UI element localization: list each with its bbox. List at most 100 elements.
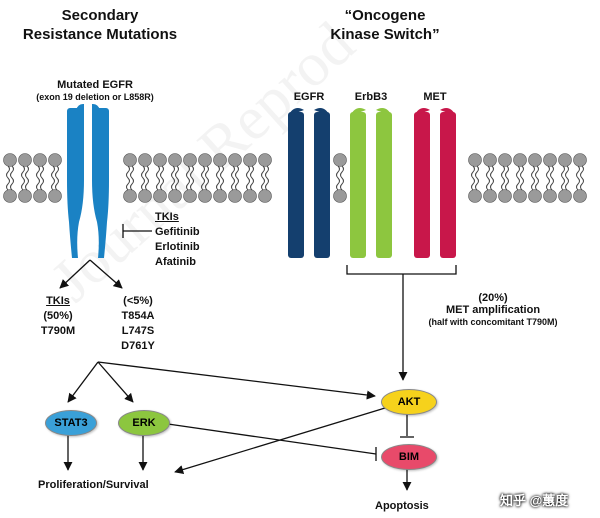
lipid-tail: [246, 165, 250, 191]
akt-label: AKT: [397, 396, 421, 408]
mutated-egfr-label: Mutated EGFR: [57, 79, 133, 91]
lipid-head: [543, 189, 557, 203]
lipid-head: [198, 189, 212, 203]
erk-label: ERK: [132, 417, 156, 429]
rare-mutations-block: (<5%) T854A L747S D761Y: [108, 294, 168, 354]
lipid-head: [258, 189, 272, 203]
lipid-tail: [51, 165, 55, 191]
mutated-egfr-receptor: [67, 104, 109, 258]
erk-inhibits-bim-line: [167, 423, 377, 455]
lipid-head: [573, 189, 587, 203]
met-amp-percent: (20%): [478, 292, 508, 304]
drug-afatinib: Afatinib: [155, 256, 196, 268]
lipid-head: [33, 153, 47, 167]
lipid-head: [243, 189, 257, 203]
egfr-receptor: [288, 108, 330, 258]
akt-node: AKT: [381, 389, 437, 415]
lipid-tail: [40, 165, 44, 191]
lipid-tail: [565, 165, 569, 191]
lipid-head: [3, 153, 17, 167]
lipid-tail: [10, 165, 14, 191]
lipid-head: [528, 189, 542, 203]
lipid-head: [333, 153, 347, 167]
lipid-head: [528, 153, 542, 167]
lipid-tail: [471, 165, 475, 191]
lipid-head: [123, 153, 137, 167]
arrow-to-erk: [97, 361, 134, 403]
lipid-head: [213, 153, 227, 167]
lipid-tail: [25, 165, 29, 191]
lipid-tail: [201, 165, 205, 191]
erbb3-receptor: [350, 108, 392, 258]
mutated-egfr-note: (exon 19 deletion or L858R): [36, 92, 154, 102]
lipid-head: [543, 153, 557, 167]
t790m-percent: (50%): [43, 310, 73, 322]
lipid-head: [198, 153, 212, 167]
lipid-head: [183, 153, 197, 167]
lipid-head: [168, 153, 182, 167]
mutation-t854a: T854A: [121, 310, 155, 322]
lipid-head: [468, 153, 482, 167]
lipid-head: [3, 189, 17, 203]
lipid-tail: [546, 165, 550, 191]
lipid-tail: [490, 165, 494, 191]
arrow-to-rare-mutations: [89, 259, 123, 289]
lipid-tail: [561, 165, 565, 191]
lipid-tail: [576, 165, 580, 191]
lipid-tail: [501, 165, 505, 191]
lipid-tail: [160, 165, 164, 191]
lipid-tail: [250, 165, 254, 191]
lipid-tail: [505, 165, 509, 191]
lipid-tail: [535, 165, 539, 191]
bim-node: BIM: [381, 444, 437, 470]
title-secondary-resistance: Secondary Resistance Mutations: [22, 7, 178, 43]
lipid-tail: [550, 165, 554, 191]
lipid-tail: [55, 165, 59, 191]
lipid-tail: [220, 165, 224, 191]
lipid-head: [483, 153, 497, 167]
lipid-head: [498, 189, 512, 203]
lipid-head: [228, 153, 242, 167]
lipid-tail: [175, 165, 179, 191]
lipid-tail: [486, 165, 490, 191]
arrow-to-t790m: [59, 259, 91, 289]
met-amp-note: (half with concomitant T790M): [428, 317, 558, 327]
lipid-head: [18, 189, 32, 203]
lipid-tail: [21, 165, 25, 191]
proliferation-survival-label: Proliferation/Survival: [38, 479, 149, 491]
lipid-tail: [36, 165, 40, 191]
met-label: MET: [423, 91, 447, 103]
lipid-tail: [340, 165, 344, 191]
corner-watermark: 知乎 @蕙度: [500, 493, 569, 508]
lipid-head: [558, 153, 572, 167]
lipid-head: [513, 189, 527, 203]
lipid-tail: [186, 165, 190, 191]
mutation-l747s: L747S: [121, 325, 155, 337]
lipid-head: [243, 153, 257, 167]
lipid-head: [213, 189, 227, 203]
lipid-tail: [336, 165, 340, 191]
erbb3-label: ErbB3: [354, 91, 388, 103]
arrow-to-stat3: [67, 361, 99, 403]
lipid-tail: [516, 165, 520, 191]
lipid-tail: [531, 165, 535, 191]
lipid-tail: [130, 165, 134, 191]
lipid-tail: [261, 165, 265, 191]
met-amp-label: MET amplification: [445, 304, 541, 316]
lipid-head: [333, 189, 347, 203]
lipid-tail: [156, 165, 160, 191]
lipid-tail: [475, 165, 479, 191]
lipid-head: [48, 189, 62, 203]
tki-drug-list: TKIs Gefitinib Erlotinib Afatinib: [155, 210, 200, 270]
lipid-head: [183, 189, 197, 203]
bracket-receptors: [346, 265, 457, 275]
tki-heading: TKIs: [155, 211, 179, 223]
lipid-head: [483, 189, 497, 203]
lipid-head: [468, 189, 482, 203]
t790m-block: TKIs (50%) T790M: [28, 294, 88, 339]
title-kinase-switch: “Oncogene Kinase Switch”: [330, 7, 440, 43]
drug-gefitinib: Gefitinib: [155, 226, 200, 238]
drug-erlotinib: Erlotinib: [155, 241, 200, 253]
lipid-head: [138, 189, 152, 203]
